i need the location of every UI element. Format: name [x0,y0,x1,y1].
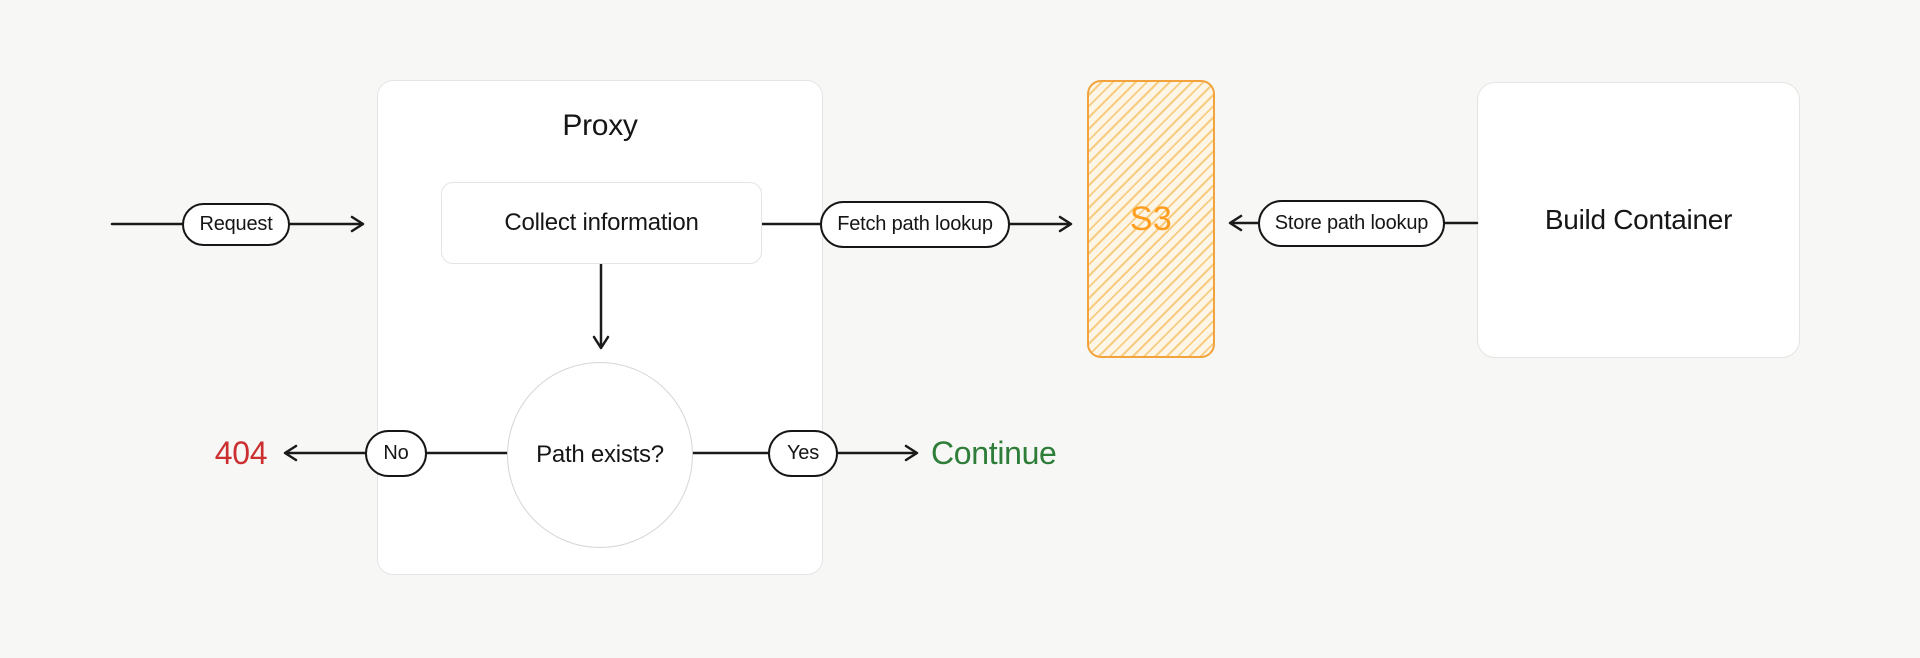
not-found-outcome-text: 404 [214,435,268,471]
collect-information-node: Collect information [441,182,762,264]
request-edge-label: Request [199,213,273,235]
path-exists-decision-node: Path exists? [507,362,693,548]
no-to-404-arrowhead [283,444,298,462]
build-container-label: Build Container [1544,204,1733,235]
fetch-path-lookup-edge-pill: Fetch path lookup [820,201,1010,248]
no-branch-pill: No [365,430,427,477]
s3-node: S3 [1087,80,1215,358]
collect-information-label: Collect information [504,209,699,236]
path-exists-label: Path exists? [536,441,664,468]
yes-branch-label: Yes [786,442,820,464]
fetch-path-lookup-edge-label: Fetch path lookup [837,213,993,235]
store-path-lookup-edge-label: Store path lookup [1274,212,1429,234]
s3-node-label: S3 [1129,199,1173,238]
request-edge-pill: Request [182,203,290,246]
yes-branch-pill: Yes [768,430,838,477]
no-branch-label: No [383,442,409,464]
store-to-s3-arrowhead [1228,214,1243,232]
yes-to-continue-arrowhead [904,444,919,462]
fetch-to-s3-arrowhead [1058,215,1073,233]
continue-outcome-text: Continue [931,435,1057,471]
proxy-node-title: Proxy [562,109,638,142]
store-path-lookup-edge-pill: Store path lookup [1258,200,1445,247]
build-container-node: Build Container [1477,82,1800,358]
request-to-proxy-arrowhead [350,215,365,233]
